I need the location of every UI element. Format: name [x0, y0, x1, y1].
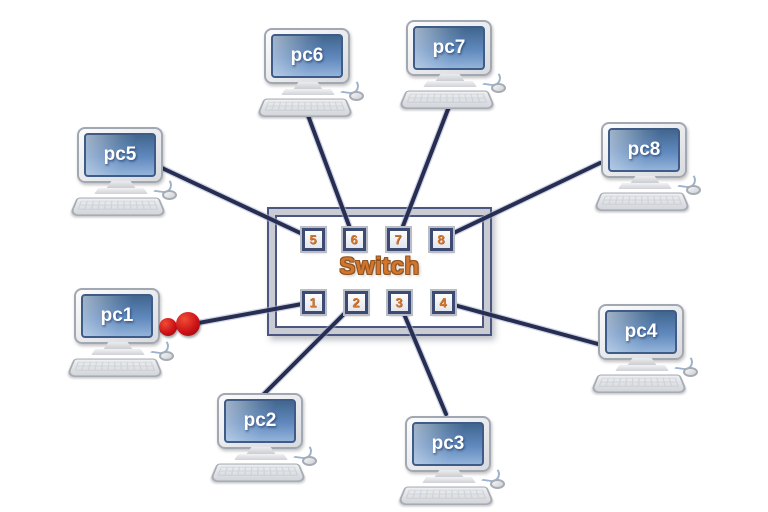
mouse [162, 190, 177, 200]
computer-label: pc6 [291, 45, 324, 67]
monitor-base [423, 81, 477, 87]
monitor-base [281, 89, 335, 95]
port-number: 7 [394, 232, 401, 247]
keyboard [209, 463, 307, 482]
computer-node-pc6[interactable]: pc6 [256, 28, 360, 118]
switch-port-8[interactable]: 8 [430, 228, 453, 251]
mouse [302, 456, 317, 466]
computer-label: pc1 [101, 305, 134, 327]
screen: pc1 [81, 294, 153, 338]
switch-port-2[interactable]: 2 [345, 291, 368, 314]
port-number: 4 [439, 295, 446, 310]
computer-label: pc5 [104, 144, 137, 166]
cable-pc1-port1 [160, 302, 313, 330]
mouse [490, 479, 505, 489]
monitor: pc5 [77, 127, 163, 183]
computer-node-pc3[interactable]: pc3 [397, 416, 501, 506]
computer-node-pc5[interactable]: pc5 [69, 127, 173, 217]
monitor: pc8 [601, 122, 687, 178]
cable-pc4-port4 [443, 302, 598, 344]
computer-label: pc3 [432, 433, 465, 455]
computer-node-pc4[interactable]: pc4 [590, 304, 694, 394]
computer-node-pc7[interactable]: pc7 [398, 20, 502, 110]
mouse [159, 351, 174, 361]
monitor-base [422, 477, 476, 483]
port-number: 5 [309, 232, 316, 247]
monitor: pc2 [217, 393, 303, 449]
keyboard [590, 374, 688, 393]
screen: pc2 [224, 399, 296, 443]
screen: pc7 [413, 26, 485, 70]
cable-pc6-port6 [306, 110, 354, 239]
monitor-base [618, 183, 672, 189]
keyboard [397, 486, 495, 505]
port-number: 1 [309, 295, 316, 310]
switch-port-5[interactable]: 5 [302, 228, 325, 251]
switch-port-7[interactable]: 7 [387, 228, 410, 251]
computer-label: pc7 [433, 37, 466, 59]
port-number: 6 [350, 232, 357, 247]
screen: pc3 [412, 422, 484, 466]
monitor: pc7 [406, 20, 492, 76]
screen: pc8 [608, 128, 680, 172]
mouse [686, 185, 701, 195]
screen: pc5 [84, 133, 156, 177]
monitor-base [91, 349, 145, 355]
computer-label: pc4 [625, 321, 658, 343]
cable-pc2-port2 [262, 302, 356, 396]
switch-port-1[interactable]: 1 [302, 291, 325, 314]
screen: pc4 [605, 310, 677, 354]
computer-node-pc8[interactable]: pc8 [593, 122, 697, 212]
monitor-base [94, 188, 148, 194]
computer-node-pc1[interactable]: pc1 [66, 288, 170, 378]
cable-pc8-port8 [441, 163, 600, 239]
cable-pc7-port7 [398, 104, 450, 239]
monitor-base [234, 454, 288, 460]
keyboard [398, 90, 496, 109]
port-number: 2 [352, 295, 359, 310]
keyboard [593, 192, 691, 211]
monitor-base [615, 365, 669, 371]
switch-port-6[interactable]: 6 [343, 228, 366, 251]
switch-port-4[interactable]: 4 [432, 291, 455, 314]
mouse [491, 83, 506, 93]
monitor: pc6 [264, 28, 350, 84]
cable-pc5-port5 [162, 168, 313, 239]
keyboard [66, 358, 164, 377]
computer-node-pc2[interactable]: pc2 [209, 393, 313, 483]
keyboard [256, 98, 354, 117]
monitor: pc4 [598, 304, 684, 360]
cable-pc3-port3 [399, 302, 446, 414]
screen: pc6 [271, 34, 343, 78]
mouse [349, 91, 364, 101]
computer-label: pc8 [628, 139, 661, 161]
computer-label: pc2 [244, 410, 277, 432]
mouse [683, 367, 698, 377]
monitor: pc1 [74, 288, 160, 344]
monitor: pc3 [405, 416, 491, 472]
port-number: 3 [395, 295, 402, 310]
port-number: 8 [437, 232, 444, 247]
switch-port-3[interactable]: 3 [388, 291, 411, 314]
keyboard [69, 197, 167, 216]
